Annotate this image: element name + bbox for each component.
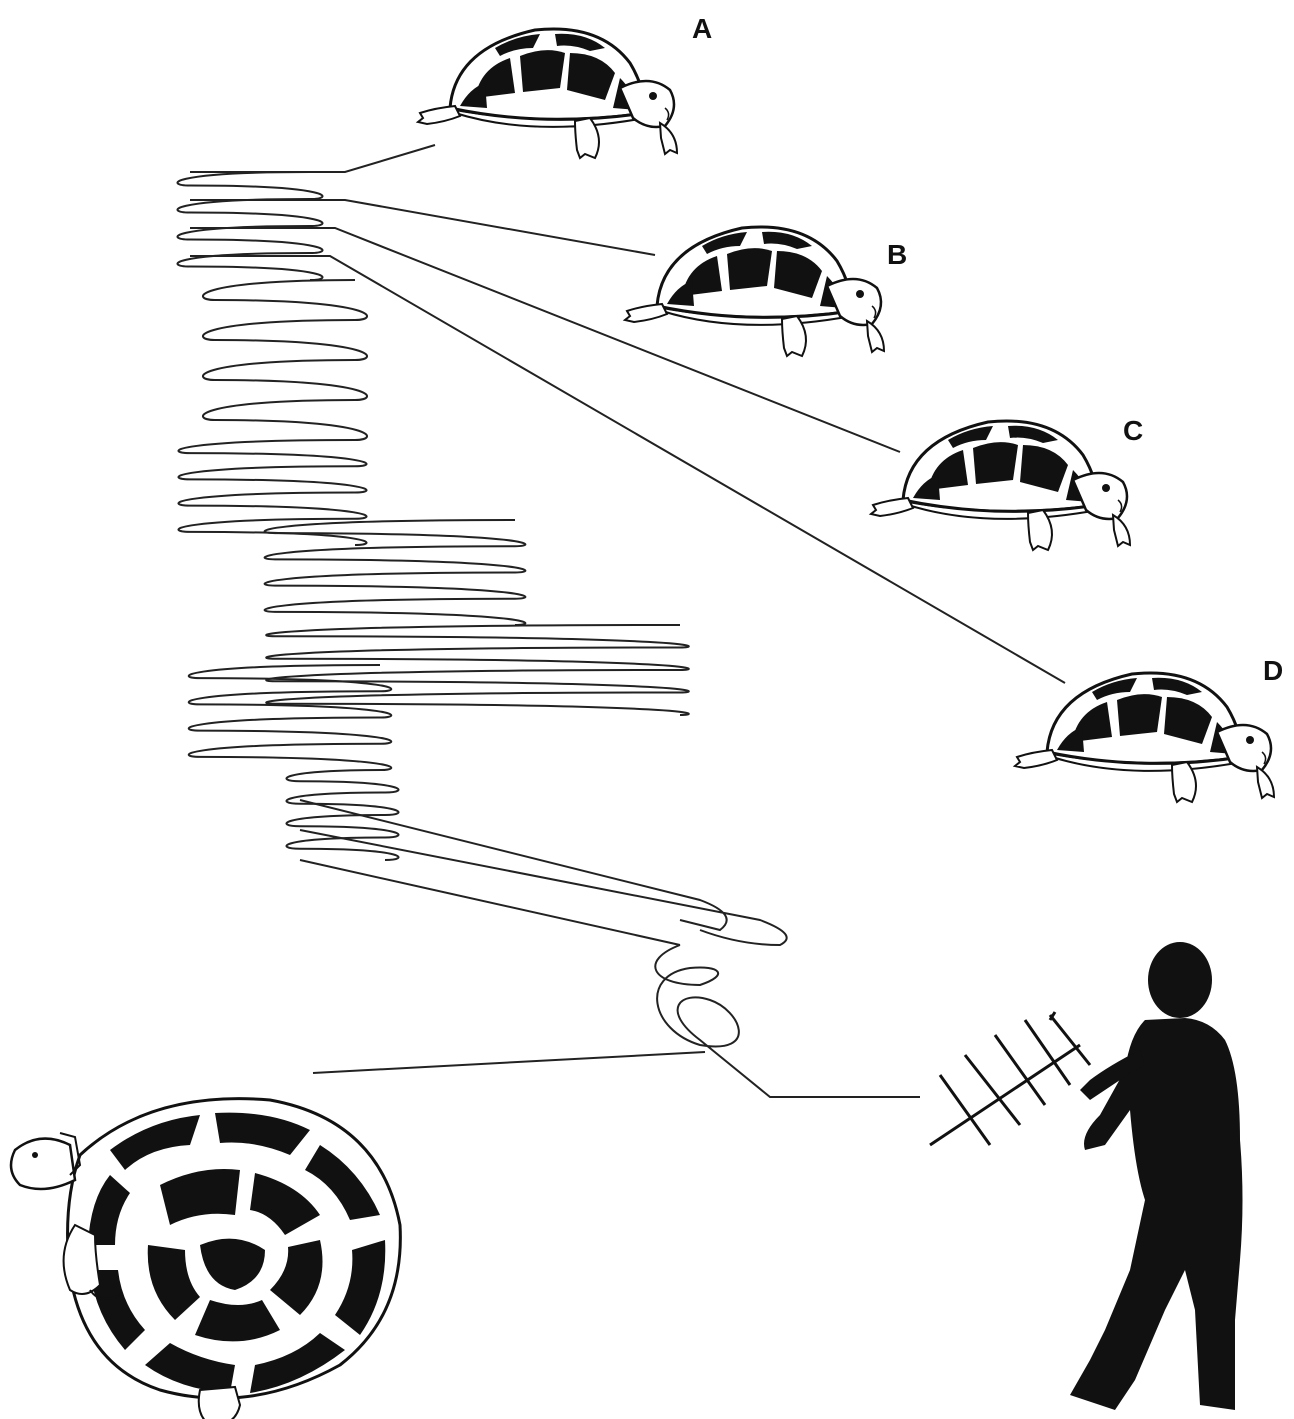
signal-track-segment xyxy=(203,280,367,440)
signal-track-segment xyxy=(300,800,787,945)
signal-track-group xyxy=(177,145,1065,1097)
signal-ray-a xyxy=(190,145,435,172)
signal-track-segment xyxy=(265,520,526,625)
tortoise-d-icon xyxy=(1015,673,1274,802)
label-c: C xyxy=(1123,415,1143,446)
tortoise-a-icon xyxy=(418,29,677,158)
signal-track-segment xyxy=(266,625,689,715)
yagi-antenna-icon xyxy=(930,1012,1090,1145)
tortoise-c-icon xyxy=(871,421,1130,550)
tortoise-b-icon xyxy=(625,227,884,356)
tortoise-large-icon xyxy=(11,1099,400,1419)
label-b: B xyxy=(887,239,907,270)
person-silhouette-icon xyxy=(1070,942,1243,1410)
signal-ray-source xyxy=(313,1052,705,1073)
label-d: D xyxy=(1263,655,1283,686)
signal-track-segment xyxy=(655,945,920,1097)
signal-track-segment xyxy=(177,172,322,280)
label-a: A xyxy=(692,13,712,44)
